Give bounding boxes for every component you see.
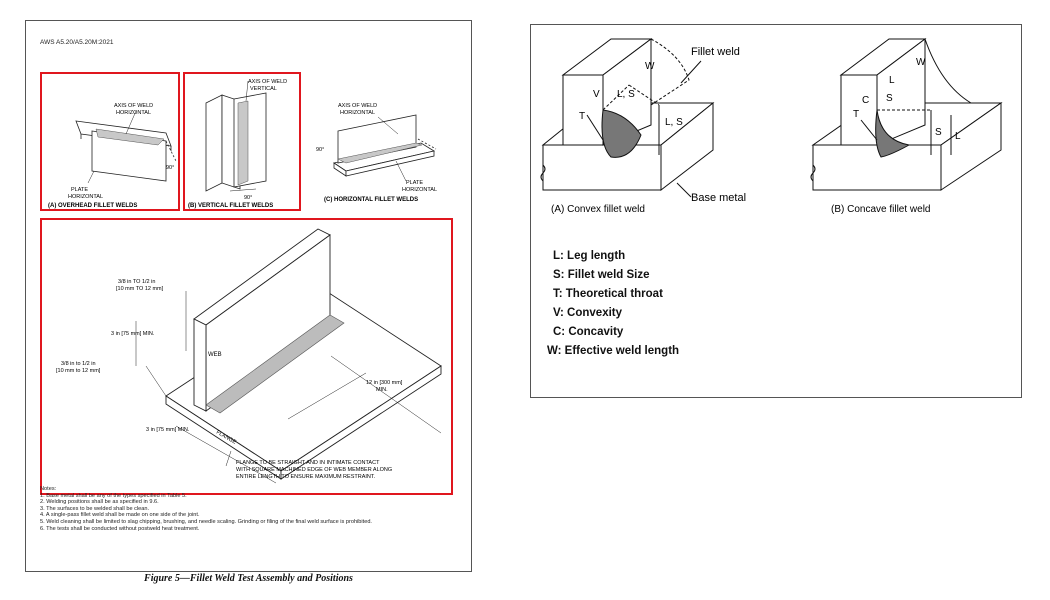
notes-section: Notes: 1. Base metal shall be any of the… [40,486,460,532]
assembly-note-1: FLANGE TO BE STRAIGHT AND IN INTIMATE CO… [236,460,380,466]
assembly-dim-flange-1: 3/8 in to 1/2 in [61,361,96,367]
horizontal-angle-label: 90° [316,147,324,153]
fillet-weld-arrow [680,60,702,84]
legend-item: L: Leg length [553,250,626,262]
assembly-dim-top-1: 3/8 in TO 1/2 in [118,279,155,285]
legend-list: L: Leg length S: Fillet weld Size T: The… [547,247,679,361]
legend-item: W: Effective weld length [547,345,680,357]
base-metal-arrow [676,182,692,198]
horizontal-plate-label-2: HORIZONTAL [402,187,437,193]
vertical-angle-label: 90° [244,195,252,201]
assembly-dim-flange-2: [10 mm to 12 mm] [56,368,101,374]
right-document-panel: W V L, S T L, S (A) Convex fillet weld F… [530,24,1022,398]
overhead-axis-label-1: AXIS OF WELD [114,103,153,109]
convex-caption: (A) Convex fillet weld [551,204,645,215]
convex-w-label: W [645,61,655,72]
concave-l2-label: L [955,131,961,142]
highlight-box-assembly [40,218,453,495]
vertical-caption: (B) VERTICAL FILLET WELDS [188,203,273,209]
concave-c-label: C [862,95,869,106]
fillet-weld-label: Fillet weld [691,46,740,58]
note-item: 2. Welding positions shall be as specifi… [40,499,159,506]
overhead-angle-label: 90° [166,165,174,171]
concave-w-label: W [916,57,926,68]
horizontal-axis-label-2: HORIZONTAL [340,110,375,116]
assembly-note-2: WITH SQUARE MACHINED EDGE OF WEB MEMBER … [236,467,392,473]
right-figure-svg: W V L, S T L, S (A) Convex fillet weld F… [540,38,1003,215]
test-assembly-drawing [135,228,442,484]
assembly-dim-top-2: [10 mm TO 12 mm] [116,286,164,292]
convex-weld-drawing [540,38,715,192]
horizontal-plate-label-1: PLATE [406,180,423,186]
assembly-web-label: WEB [208,352,222,358]
overhead-plate-label-2: HORIZONTAL [68,194,103,200]
concave-l-label: L [889,75,895,86]
vertical-weld-drawing [205,80,267,192]
note-item: 4. A single-pass fillet weld shall be ma… [40,512,200,519]
concave-caption: (B) Concave fillet weld [831,204,930,215]
highlight-box-overhead [40,72,180,211]
concave-t-label: T [853,109,859,120]
convex-t-label: T [579,111,585,122]
overhead-axis-label-2: HORIZONTAL [116,110,151,116]
left-figure-svg: AXIS OF WELD HORIZONTAL PLATE HORIZONTAL… [40,72,453,495]
convex-v-label: V [593,89,600,100]
horizontal-caption: (C) HORIZONTAL FILLET WELDS [324,197,418,203]
assembly-dim-length-1: 12 in [300 mm] [366,380,403,386]
left-document-panel: AWS A5.20/A5.20M:2021 AXIS OF WELD HORIZ… [25,20,472,584]
legend-item: C: Concavity [553,326,624,338]
note-item: 3. The surfaces to be welded shall be cl… [40,505,150,512]
vertical-axis-label-1: AXIS OF WELD [248,79,287,85]
concave-weld-drawing [810,38,1003,191]
note-item: 6. The tests shall be conducted without … [40,525,200,532]
overhead-plate-label-1: PLATE [71,187,88,193]
legend-item: S: Fillet weld Size [553,269,650,281]
notes-title: Notes: [40,486,57,492]
overhead-caption: (A) OVERHEAD FILLET WELDS [48,203,137,209]
convex-ls-label: L, S [617,89,635,100]
note-item: 1. Base metal shall be any of the types … [40,492,187,499]
vertical-axis-label-2: VERTICAL [250,86,277,92]
convex-ls2-label: L, S [665,117,683,128]
document-header: AWS A5.20/A5.20M:2021 [40,39,114,46]
horizontal-axis-label-1: AXIS OF WELD [338,103,377,109]
note-item: 5. Weld cleaning shall be limited to sla… [40,518,372,525]
assembly-dim-length-2: MIN. [376,387,388,393]
overhead-weld-drawing [75,110,177,184]
base-metal-label: Base metal [691,192,746,204]
legend-item: V: Convexity [553,307,623,319]
figure-caption: Figure 5—Fillet Weld Test Assembly and P… [144,573,353,584]
assembly-dim-width: 3 in [75 mm] MIN. [146,427,190,433]
concave-s2-label: S [935,127,942,138]
assembly-note-3: ENTIRE LENGTH TO ENSURE MAXIMUM RESTRAIN… [236,474,376,480]
assembly-dim-height: 3 in [75 mm] MIN. [111,331,155,337]
highlight-box-vertical [183,72,301,211]
horizontal-weld-drawing [333,114,437,182]
legend-item: T: Theoretical throat [553,288,663,300]
concave-s-label: S [886,93,893,104]
